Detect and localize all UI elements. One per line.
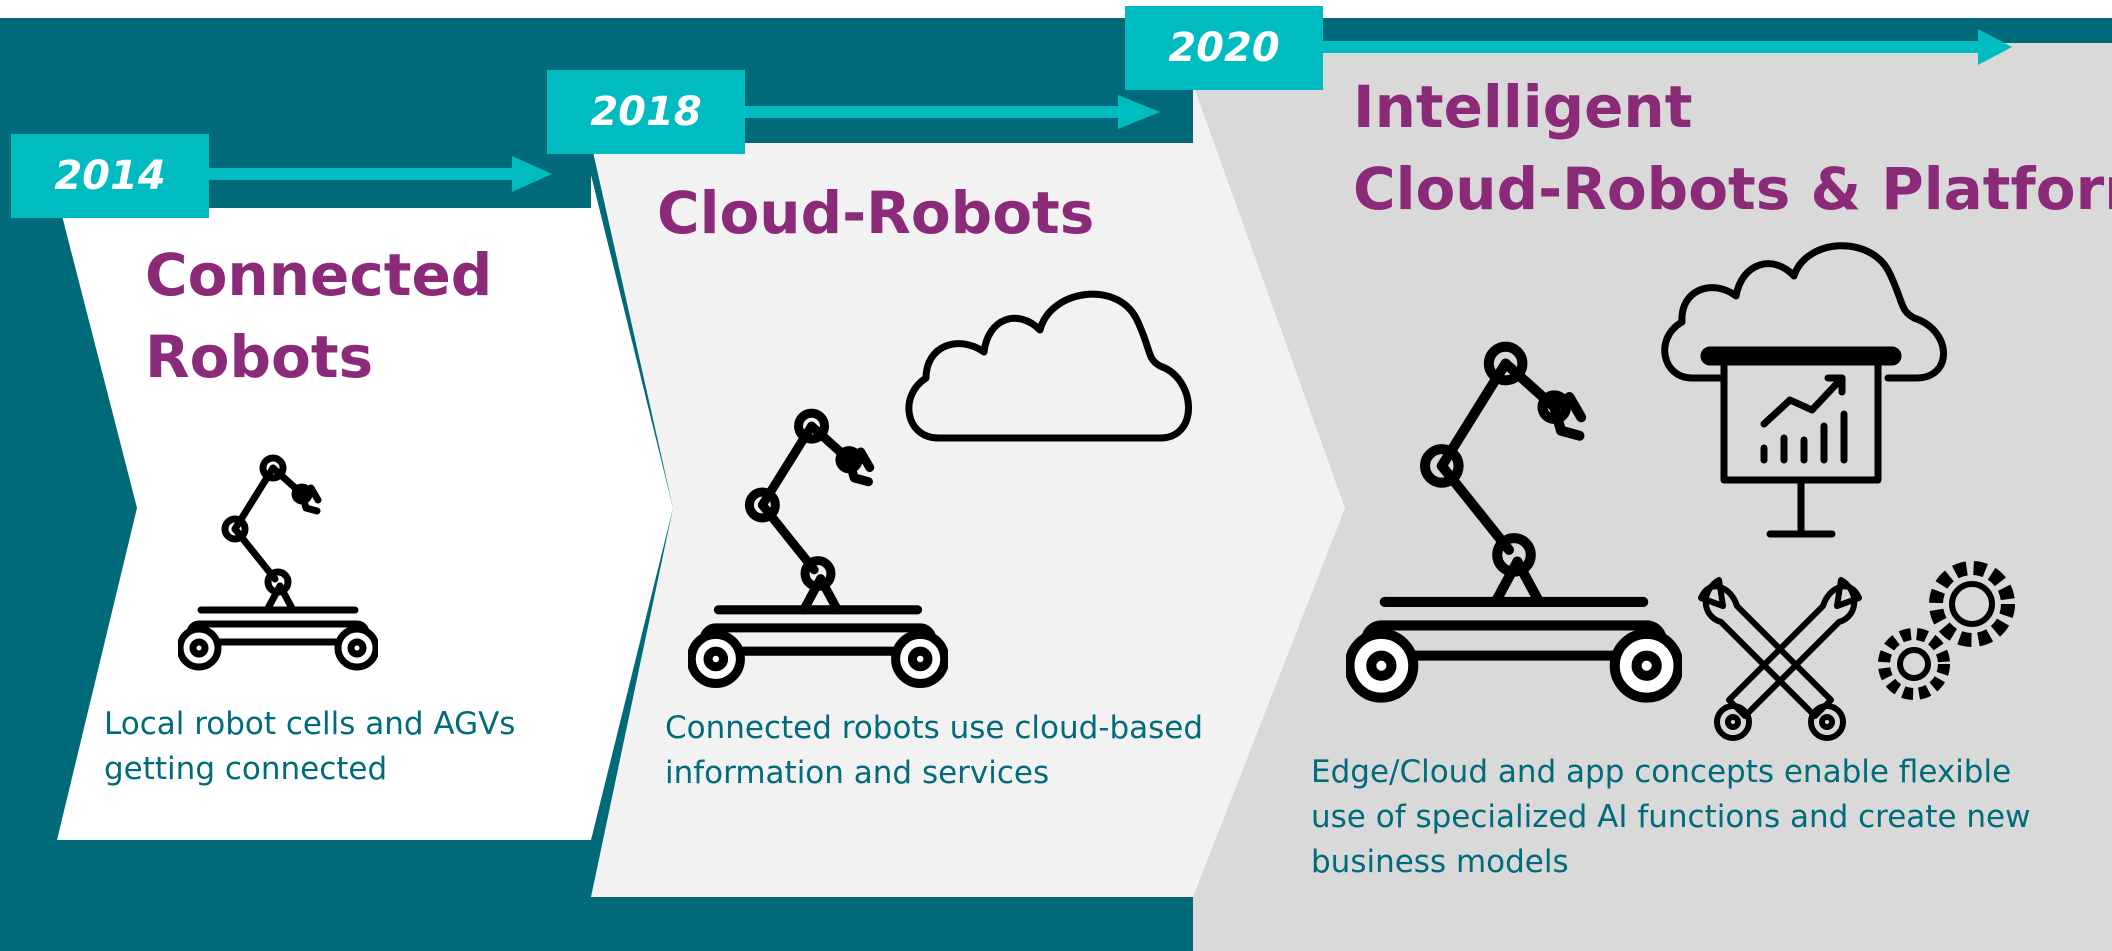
robot-arm-icon: [688, 408, 948, 690]
year-badge-2018: 2018: [547, 70, 745, 154]
wrench-icon: [1695, 572, 1865, 742]
stage-1-title: Connected Robots: [145, 241, 493, 391]
stage-3-panel: [1193, 43, 2112, 951]
stage-2-title: Cloud-Robots: [657, 179, 1095, 247]
robot-arm-icon: [178, 454, 378, 672]
year-label: 2018: [590, 89, 702, 135]
stage-3-description: Edge/Cloud and app concepts enable flexi…: [1311, 754, 2031, 880]
gears-icon: [1868, 548, 2028, 708]
year-label: 2020: [1168, 25, 1280, 71]
cloud-icon: [896, 278, 1202, 444]
cloud-analytics-icon: [1652, 238, 1960, 540]
stage-2-description: Connected robots use cloud-based informa…: [665, 710, 1204, 791]
stage-3-title: Intelligent Cloud-Robots & Platforms: [1353, 73, 2112, 223]
robot-arm-icon: [1346, 340, 1682, 706]
year-label: 2014: [54, 153, 166, 199]
stage-1-panel: [57, 175, 673, 840]
stage-1-description: Local robot cells and AGVs getting conne…: [104, 706, 516, 787]
year-badge-2014: 2014: [11, 134, 209, 218]
timeline-arrows: [207, 29, 2012, 192]
year-badge-2020: 2020: [1125, 6, 1323, 90]
stage-2-panel: [591, 90, 1345, 897]
